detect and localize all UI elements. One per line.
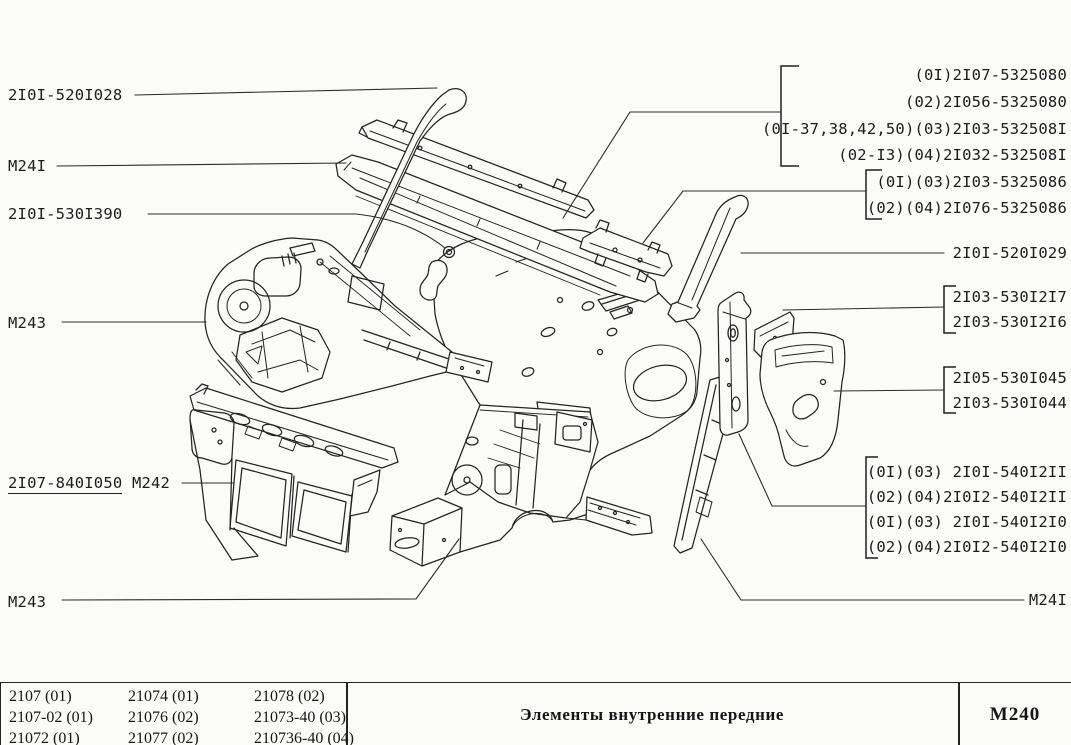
part-label-5325081-v1: (0I-37,38,42,50)(03)2I03-532508I <box>761 120 1067 138</box>
model-code: 21074 (01) <box>128 688 199 705</box>
bracket-5401211-group <box>865 456 878 559</box>
part-cowl-bracket <box>579 219 673 283</box>
part-curved-stay <box>351 88 467 269</box>
part-grommet <box>419 245 456 301</box>
part-label-5401210-v2: (02)(04)2I0I2-540I2I0 <box>866 538 1067 556</box>
model-code: 2107 (01) <box>9 688 72 705</box>
leader-5201028 <box>134 87 438 96</box>
part-radiator-frame <box>189 383 399 561</box>
leader-5325080-group <box>562 111 782 219</box>
part-label-5201029: 2I0I-520I029 <box>952 244 1067 262</box>
part-number-underlined: 2I07-840I050 <box>8 474 123 494</box>
model-code: 21076 (02) <box>128 709 199 726</box>
part-label-5401211-v1: (0I)(03) 2I0I-540I2II <box>866 463 1067 481</box>
model-code: 21072 (01) <box>9 730 80 745</box>
part-ref-m242: M242 <box>131 474 171 492</box>
table-divider-2 <box>958 683 960 745</box>
leader-m241-bottom <box>700 538 1025 601</box>
footer-table: 2107 (01) 2107-02 (01) 21072 (01) 21074 … <box>0 682 1071 745</box>
part-label-5301216: 2I03-530I2I6 <box>952 313 1067 331</box>
part-windshield-pillar <box>667 194 749 323</box>
bracket-5325086-group <box>865 169 882 220</box>
bracket-5301045-group <box>943 366 956 414</box>
bracket-5325080-group <box>780 65 799 167</box>
part-label-5325086-v2: (02)(04)2I076-5325086 <box>866 199 1067 217</box>
bracket-5301217-group <box>943 285 956 334</box>
model-code: 21077 (02) <box>128 730 199 745</box>
sheet-title: Элементы внутренние передние <box>519 704 785 724</box>
part-wheelhouse-lower <box>389 401 653 567</box>
leader-5325086-group <box>642 190 867 244</box>
model-code: 2107-02 (01) <box>9 709 93 726</box>
part-label-5301217: 2I03-530I2I7 <box>952 288 1067 306</box>
leader-5301390 <box>147 213 446 249</box>
part-label-5401210-v1: (0I)(03) 2I0I-540I2I0 <box>866 513 1067 531</box>
part-label-5301045: 2I05-530I045 <box>952 369 1067 387</box>
leader-5301217-group <box>782 306 945 311</box>
part-wheelhouse-front-left <box>204 237 493 410</box>
part-label-m241-top: M24I <box>8 157 47 175</box>
part-label-5301044: 2I03-530I044 <box>952 394 1067 412</box>
part-label-8401050: 2I07-840I050 M242 <box>8 474 171 494</box>
part-label-m243-top: M243 <box>8 314 47 332</box>
part-label-m243-bottom: M243 <box>8 593 47 611</box>
part-cowl-crossmember <box>335 154 659 303</box>
part-label-5325081-v2: (02-I3)(04)2I032-532508I <box>838 146 1067 164</box>
part-label-5401211-v2: (02)(04)2I0I2-540I2II <box>866 488 1067 506</box>
leader-m241-top <box>56 162 347 167</box>
part-label-m241-bottom: M24I <box>1028 591 1067 609</box>
model-code: 21073-40 (03) <box>254 709 346 726</box>
part-label-5301390: 2I0I-530I390 <box>8 205 123 223</box>
part-reinforcement-panel <box>759 331 846 467</box>
part-label-5325080-v1: (0I)2I07-5325080 <box>914 66 1067 84</box>
part-front-pillar-lower <box>717 291 752 436</box>
leader-5301045-group <box>833 389 945 392</box>
part-label-5325080-v2: (02)2I056-5325080 <box>904 93 1067 111</box>
part-windshield-frame-rail <box>358 119 595 219</box>
sheet-code: М240 <box>989 703 1041 725</box>
table-divider-1 <box>346 683 348 745</box>
model-code: 21078 (02) <box>254 688 325 705</box>
leader-m243-bottom <box>61 538 460 601</box>
leader-5401211-group <box>738 433 867 507</box>
model-code: 210736-40 (04) <box>254 730 354 745</box>
part-label-5325086-v1: (0I)(03)2I03-5325086 <box>876 173 1067 191</box>
part-label-5201028: 2I0I-520I028 <box>8 86 123 104</box>
